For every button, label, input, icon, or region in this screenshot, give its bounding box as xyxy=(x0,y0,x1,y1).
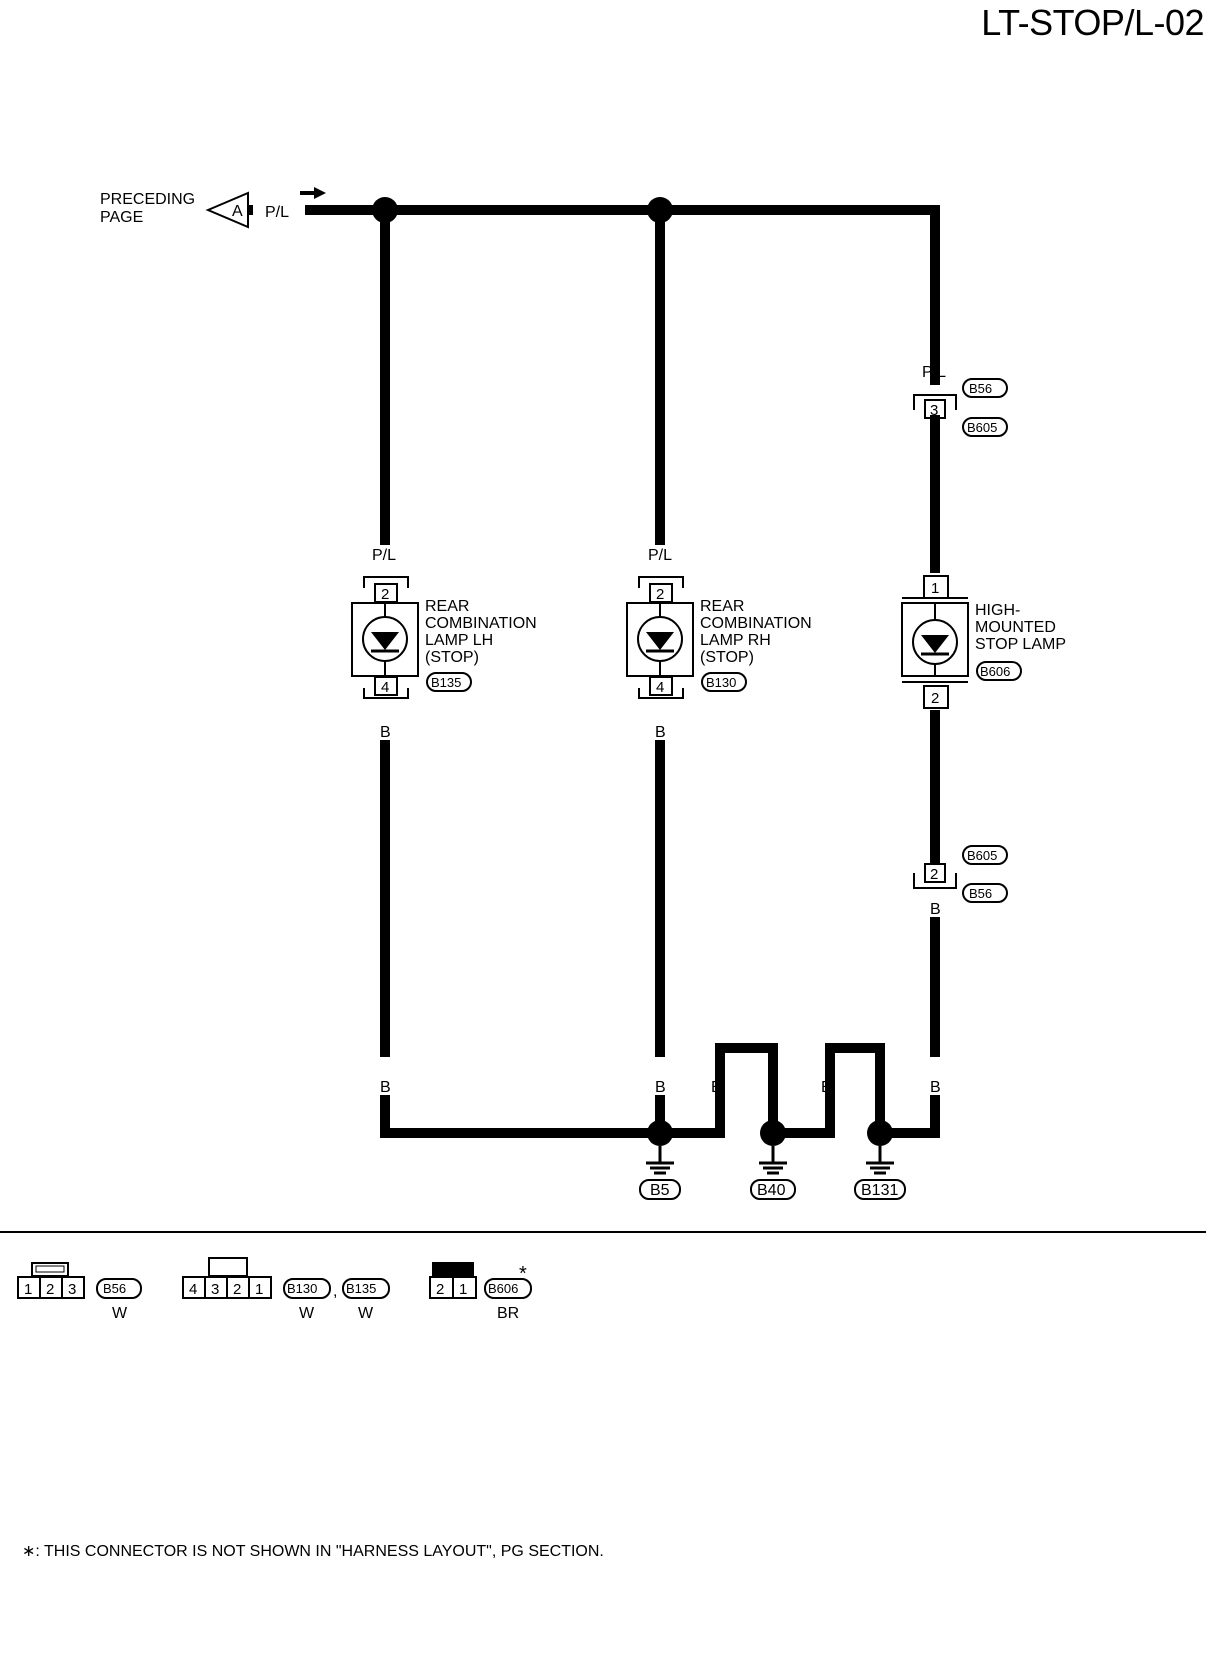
hm-pin-top: 1 xyxy=(931,580,939,597)
rh-ground-wire: B xyxy=(655,1079,666,1096)
lh-label-line1: REAR xyxy=(425,598,469,615)
cv-b606-asterisk: * xyxy=(519,1263,527,1285)
rh-label-line1: REAR xyxy=(700,598,744,615)
ground-link-wire-2 xyxy=(768,1043,885,1138)
hm-inline-top-tag-1 xyxy=(962,378,1008,398)
hm-connector-tag xyxy=(976,661,1022,681)
source-wire-color: P/L xyxy=(265,204,289,221)
ground-link-wire-1 xyxy=(655,1043,778,1138)
cv-b606-pin-1: 1 xyxy=(459,1281,467,1298)
lh-wire-bottom: B xyxy=(380,724,391,741)
rh-wire-top: P/L xyxy=(648,547,672,564)
lh-pin-top: 2 xyxy=(381,586,389,603)
lh-ground-wire: B xyxy=(380,1079,391,1096)
source-connector-letter: A xyxy=(232,203,243,220)
rh-wire-bottom: B xyxy=(655,724,666,741)
cv-b56-pin-2: 2 xyxy=(46,1281,54,1298)
lh-connector-id: B135 xyxy=(431,675,461,690)
hm-pin-bottom: 2 xyxy=(931,690,939,707)
cv-b130-name: B130 xyxy=(287,1281,317,1296)
cv-separator: , xyxy=(333,1283,337,1300)
source-label-line2: PAGE xyxy=(100,209,143,226)
cv-b56-pin-1: 1 xyxy=(24,1281,32,1298)
hm-wire-mid: B xyxy=(930,901,941,918)
junction-dot-lh xyxy=(372,197,398,223)
hm-connector-id: B606 xyxy=(980,664,1010,679)
source-label-line1: PRECEDING xyxy=(100,191,195,208)
hm-inline-top-connector-2: B605 xyxy=(967,420,997,435)
flow-arrow-icon xyxy=(300,187,326,199)
lh-label-line3: LAMP LH xyxy=(425,632,493,649)
rh-label-line3: LAMP RH xyxy=(700,632,771,649)
ground-point-b40: B40 xyxy=(750,1120,796,1200)
ground-label-b5: B5 xyxy=(650,1182,670,1199)
lh-ground-wire-line xyxy=(380,1095,665,1138)
rh-pin-top: 2 xyxy=(656,586,664,603)
lh-pin-bottom: 4 xyxy=(381,679,389,696)
rh-label-line2: COMBINATION xyxy=(700,615,812,632)
hm-lamp-connector: 1 2 xyxy=(901,575,969,709)
junction-dot-rh xyxy=(647,197,673,223)
hm-ground-wire-line xyxy=(875,1095,940,1138)
cv-b135-name: B135 xyxy=(346,1281,376,1296)
rh-pin-bottom: 4 xyxy=(656,679,664,696)
rh-connector-id: B130 xyxy=(706,675,736,690)
connector-view-b130-b135: 4 3 2 1 B130 , B135 W W xyxy=(182,1257,390,1322)
hm-label-line3: STOP LAMP xyxy=(975,636,1066,653)
cv-b606-pin-2: 2 xyxy=(436,1281,444,1298)
rh-label-line4: (STOP) xyxy=(700,649,754,666)
hm-inline-bottom-tag-2 xyxy=(962,883,1008,903)
hm-inline-bottom-connector-1: B605 xyxy=(967,848,997,863)
hm-inline-pin-bottom: 2 xyxy=(930,866,938,883)
lh-label-line4: (STOP) xyxy=(425,649,479,666)
hm-label-line2: MOUNTED xyxy=(975,619,1056,636)
source-connector-stub xyxy=(248,205,253,215)
ground-label-b40: B40 xyxy=(757,1182,786,1199)
hm-inline-top-connector-1: B56 xyxy=(969,381,992,396)
ground-point-b131: B131 xyxy=(854,1120,906,1200)
cv-b135-color: W xyxy=(358,1305,374,1322)
hm-inline-bottom-connector-2: B56 xyxy=(969,886,992,901)
hm-wire-top: P/L xyxy=(922,364,946,381)
cv-b606-name: B606 xyxy=(488,1281,518,1296)
cv-b56-color: W xyxy=(112,1305,128,1322)
footnote: ∗: THIS CONNECTOR IS NOT SHOWN IN "HARNE… xyxy=(22,1543,604,1560)
ground-wire-label-5: B xyxy=(821,1079,832,1096)
ground-wire-label-4: B xyxy=(768,1079,779,1096)
ground-wire-label-3: B xyxy=(711,1079,722,1096)
cv-b130-pin-2: 2 xyxy=(233,1281,241,1298)
page-title: LT-STOP/L-02 xyxy=(981,2,1204,43)
main-bus-wire xyxy=(305,205,940,385)
lh-connector-tag xyxy=(426,672,472,692)
ground-label-b131: B131 xyxy=(861,1182,898,1199)
cv-b130-pin-3: 3 xyxy=(211,1281,219,1298)
cv-b130-pin-4: 4 xyxy=(189,1281,197,1298)
connector-view-b56: 1 2 3 B56 W xyxy=(17,1262,142,1322)
lh-label-line2: COMBINATION xyxy=(425,615,537,632)
lh-wire-top: P/L xyxy=(372,547,396,564)
cv-b606-color: BR xyxy=(497,1305,519,1322)
cv-b56-name: B56 xyxy=(103,1281,126,1296)
cv-b130-color: W xyxy=(299,1305,315,1322)
lh-lamp-connector: 2 4 xyxy=(351,576,419,699)
hm-inline-bottom-tag-1 xyxy=(962,845,1008,865)
connector-view-b606: 2 1 B606 * BR xyxy=(429,1262,532,1322)
hm-ground-wire: B xyxy=(930,1079,941,1096)
cv-b56-pin-3: 3 xyxy=(68,1281,76,1298)
ground-point-b5: B5 xyxy=(639,1120,681,1200)
rh-connector-tag xyxy=(701,672,747,692)
ground-wire-label-6: B xyxy=(875,1079,886,1096)
rh-lamp-connector: 2 4 xyxy=(626,576,694,699)
hm-inline-top-tag-2 xyxy=(962,417,1008,437)
cv-b130-pin-1: 1 xyxy=(255,1281,263,1298)
hm-label-line1: HIGH- xyxy=(975,602,1020,619)
hm-inline-connector-bottom: 2 xyxy=(913,863,957,889)
hm-inline-pin-top: 3 xyxy=(930,402,938,419)
